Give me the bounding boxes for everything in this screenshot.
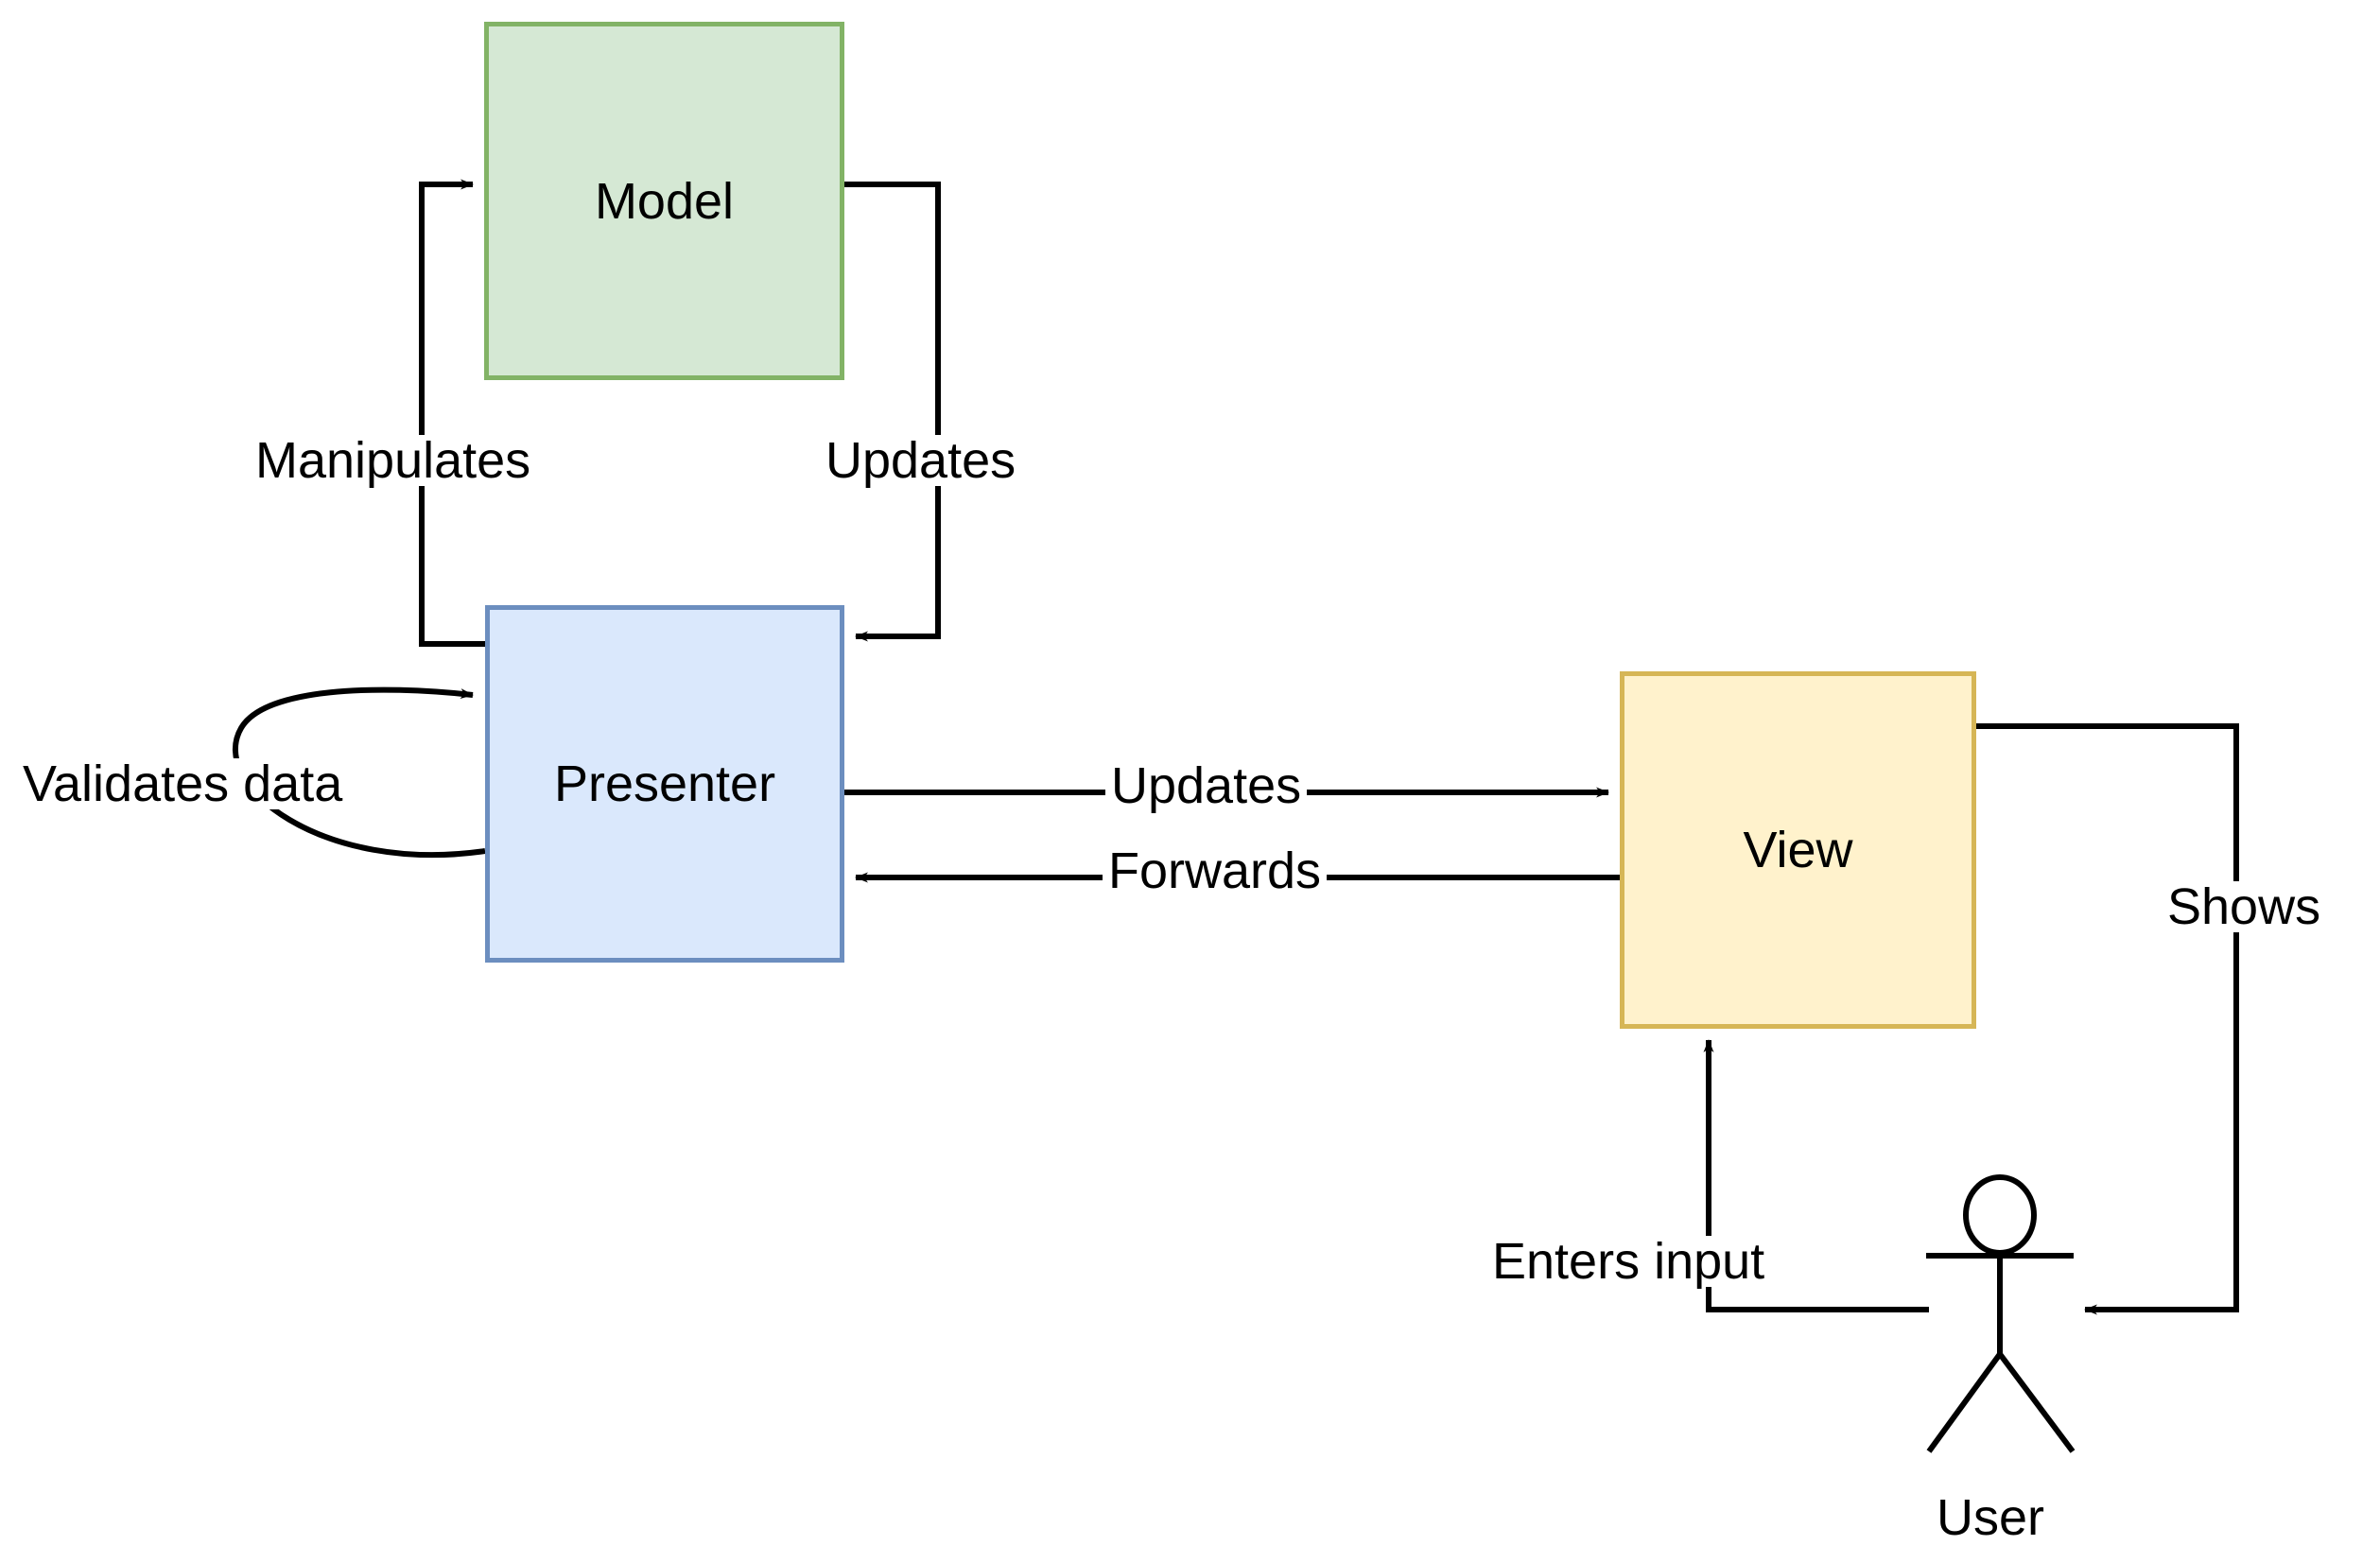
user-stick-figure: [1926, 1174, 2076, 1453]
edge-shows-path: [1976, 723, 2239, 1315]
user-head-icon: [1963, 1174, 2037, 1256]
edge-label-validates-data: Validates data: [17, 758, 349, 809]
node-presenter-label: Presenter: [553, 755, 776, 812]
node-model[interactable]: Model: [484, 22, 844, 380]
user-leg-right-line: [1997, 1352, 2076, 1453]
edge-enters-input-path: [1703, 1039, 1929, 1312]
edge-validates-path: [233, 686, 486, 859]
edge-label-forwards: Forwards: [1103, 845, 1328, 896]
edge-label-shows: Shows: [2162, 881, 2327, 932]
node-view[interactable]: View: [1620, 671, 1976, 1029]
edge-manipulates-path: [419, 179, 485, 647]
edge-label-manipulates: Manipulates: [250, 435, 537, 486]
node-presenter[interactable]: Presenter: [485, 605, 844, 963]
node-model-label: Model: [594, 172, 735, 230]
user-leg-left-line: [1926, 1352, 2003, 1453]
node-view-label: View: [1743, 822, 1853, 878]
edge-label-updates-view: Updates: [1105, 760, 1308, 811]
edge-label-updates-model: Updates: [820, 435, 1022, 486]
edge-updates-model-path: [844, 182, 941, 642]
actor-user-label: User: [1937, 1489, 2045, 1546]
edge-label-enters-input: Enters input: [1486, 1236, 1771, 1287]
